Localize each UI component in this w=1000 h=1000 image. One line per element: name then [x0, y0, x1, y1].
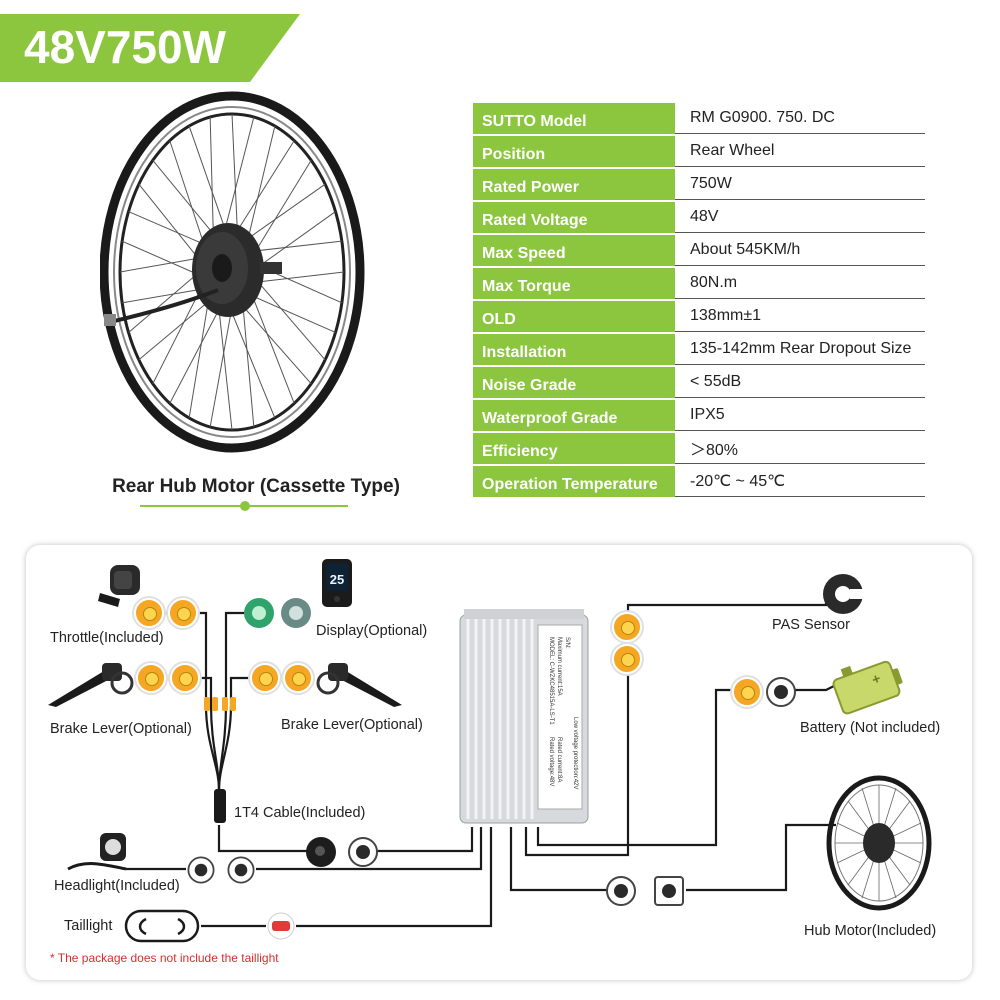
throttle-connector-b [168, 598, 198, 628]
battery-label: Battery (Not included) [800, 720, 941, 736]
spec-label: Position [473, 136, 675, 167]
controller-rated-voltage: Rated voltage:48V [548, 737, 554, 786]
spec-value: RM G0900. 750. DC [675, 103, 925, 134]
controller-icon: MODEL: C-WZKC48515A-LS-T1 Maximum curren… [458, 607, 590, 827]
spec-label: Rated Voltage [473, 202, 675, 233]
display-label: Display(Optional) [316, 623, 428, 639]
controller-low-voltage: Low voltage protection:42V [572, 717, 578, 789]
spec-value: About 545KM/h [675, 235, 925, 266]
spec-label: Operation Temperature [473, 466, 675, 497]
headlight-label: Headlight(Included) [54, 878, 180, 894]
hub-motor-connector-a [606, 876, 636, 906]
spec-value: 138mm±1 [675, 301, 925, 332]
controller-rated-current: Rated current:8A [556, 737, 562, 782]
headlight-connector-b [227, 856, 255, 884]
controller-sn: S/N: [564, 637, 570, 649]
display-connector-a [244, 598, 274, 628]
1t4-cable-label: 1T4 Cable(Included) [234, 805, 366, 821]
spec-value: 135-142mm Rear Dropout Size [675, 334, 925, 365]
brake-right-connector-a [250, 663, 280, 693]
spec-label: Waterproof Grade [473, 400, 675, 431]
controller-model: MODEL: C-WZKC48515A-LS-T1 [548, 637, 554, 725]
display-icon: 25 [322, 559, 352, 607]
throttle-icon [98, 565, 140, 607]
hub-motor-label: Hub Motor(Included) [804, 923, 937, 939]
spec-value: ＞80% [675, 433, 925, 464]
spec-value: 48V [675, 202, 925, 233]
title-banner: 48V750W [0, 14, 300, 82]
throttle-label: Throttle(Included) [50, 630, 164, 646]
brake-left-label: Brake Lever(Optional) [50, 721, 192, 737]
headlight-icon [67, 833, 127, 871]
1t4-connector-a [306, 837, 336, 867]
pas-sensor-label: PAS Sensor [772, 617, 850, 633]
battery-connector-b [766, 677, 796, 707]
spec-value: < 55dB [675, 367, 925, 398]
brake-left-connector-b [170, 663, 200, 693]
caption-dot [240, 501, 250, 511]
rear-hub-motor-wheel-image [99, 90, 370, 460]
brake-left-connector-a [136, 663, 166, 693]
spec-label: Efficiency [473, 433, 675, 464]
spec-label: Max Speed [473, 235, 675, 266]
brake-lever-left-icon [48, 663, 134, 707]
display-reading: 25 [330, 572, 344, 587]
battery-connector-a [732, 677, 762, 707]
product-caption: Rear Hub Motor (Cassette Type) [112, 476, 400, 497]
spec-label: SUTTO Model [473, 103, 675, 134]
taillight-label: Taillight [64, 918, 113, 934]
banner-shape [0, 14, 300, 82]
hub-motor-connector-b [654, 876, 684, 906]
pas-sensor-icon [823, 574, 866, 614]
spec-row: Efficiency＞80% [473, 433, 925, 464]
brake-right-connector-b [283, 663, 313, 693]
spec-value: -20℃ ~ 45℃ [675, 466, 925, 497]
battery-icon: + [832, 660, 903, 715]
1t4-cable-icon [204, 697, 236, 823]
throttle-connector-a [134, 598, 164, 628]
brake-right-label: Brake Lever(Optional) [281, 717, 423, 733]
taillight-icon [124, 909, 200, 943]
controller-max-current: Maximum current:15A [556, 637, 562, 696]
display-connector-b [281, 598, 311, 628]
banner-title: 48V750W [24, 21, 227, 73]
1t4-connector-b [348, 837, 378, 867]
pas-connector-b [612, 644, 642, 674]
wiring-diagram: Throttle(Included) 25 Display(Optional) … [26, 545, 972, 980]
spec-label: Noise Grade [473, 367, 675, 398]
spec-value: Rear Wheel [675, 136, 925, 167]
taillight-note: * The package does not include the taill… [50, 951, 279, 965]
spec-row: Noise Grade< 55dB [473, 367, 925, 398]
spec-label: Max Torque [473, 268, 675, 299]
spec-value: 750W [675, 169, 925, 200]
spec-label: Installation [473, 334, 675, 365]
hub-motor-icon [826, 775, 932, 911]
brake-lever-right-icon [316, 663, 402, 707]
spec-row: Operation Temperature-20℃ ~ 45℃ [473, 466, 925, 497]
spec-value: IPX5 [675, 400, 925, 431]
spec-value: 80N.m [675, 268, 925, 299]
spec-label: OLD [473, 301, 675, 332]
spec-label: Rated Power [473, 169, 675, 200]
pas-connector-a [612, 612, 642, 642]
headlight-connector-a [187, 856, 215, 884]
